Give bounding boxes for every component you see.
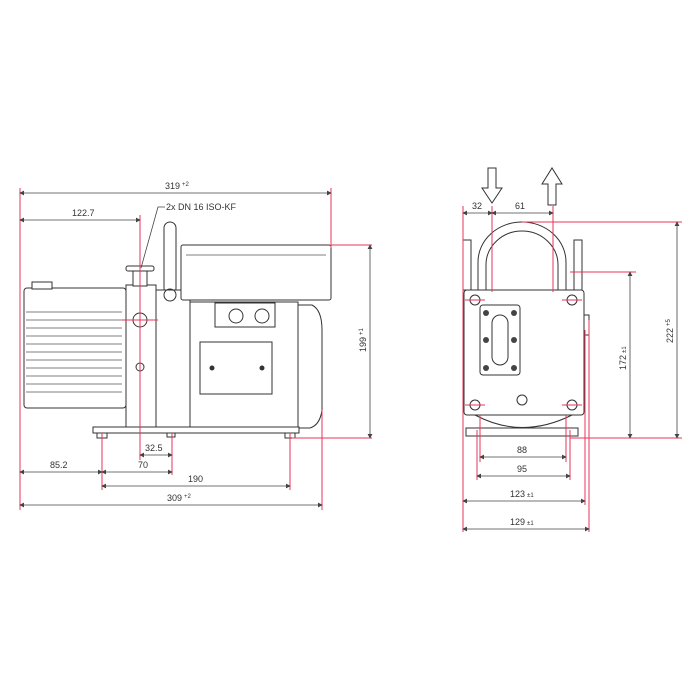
side-extension-lines xyxy=(19,188,372,510)
flange-callout-label: 2x DN 16 ISO-KF xyxy=(166,202,237,212)
side-view: 319+2 122.7 2x DN 16 ISO-KF 199+1 32.5 8… xyxy=(19,181,373,510)
dim-199-label: 199+1 xyxy=(358,327,368,352)
dim-32-5-label: 32.5 xyxy=(145,443,163,453)
dim-190-label: 190 xyxy=(188,474,203,484)
dim-122-7-label: 122.7 xyxy=(72,208,95,218)
dim-319-label: 319+2 xyxy=(165,181,190,191)
dim-70-label: 70 xyxy=(138,460,148,470)
front-extension-lines xyxy=(462,206,682,532)
dim-32-label: 32 xyxy=(472,201,482,211)
dim-123-label: 123±1 xyxy=(510,489,534,499)
dim-309-label: 309+2 xyxy=(167,493,192,503)
dim-222-label: 222+5 xyxy=(665,318,675,343)
dim-95-label: 95 xyxy=(517,464,527,474)
dim-85-2-label: 85.2 xyxy=(50,460,68,470)
pump-front-outline xyxy=(462,221,590,437)
dim-88-label: 88 xyxy=(517,445,527,455)
pump-side-outline xyxy=(23,221,332,439)
dim-172-label: 172±1 xyxy=(618,346,628,370)
front-dimension-lines xyxy=(462,210,680,532)
dim-129-label: 129±1 xyxy=(510,517,534,527)
exhaust-arrow-up-icon xyxy=(541,167,563,206)
dim-61-label: 61 xyxy=(515,201,525,211)
side-dimension-lines xyxy=(19,190,373,508)
inlet-arrow-down-icon xyxy=(481,167,503,204)
front-view: 32 61 172±1 222+5 88 95 123±1 129±1 xyxy=(462,167,682,532)
